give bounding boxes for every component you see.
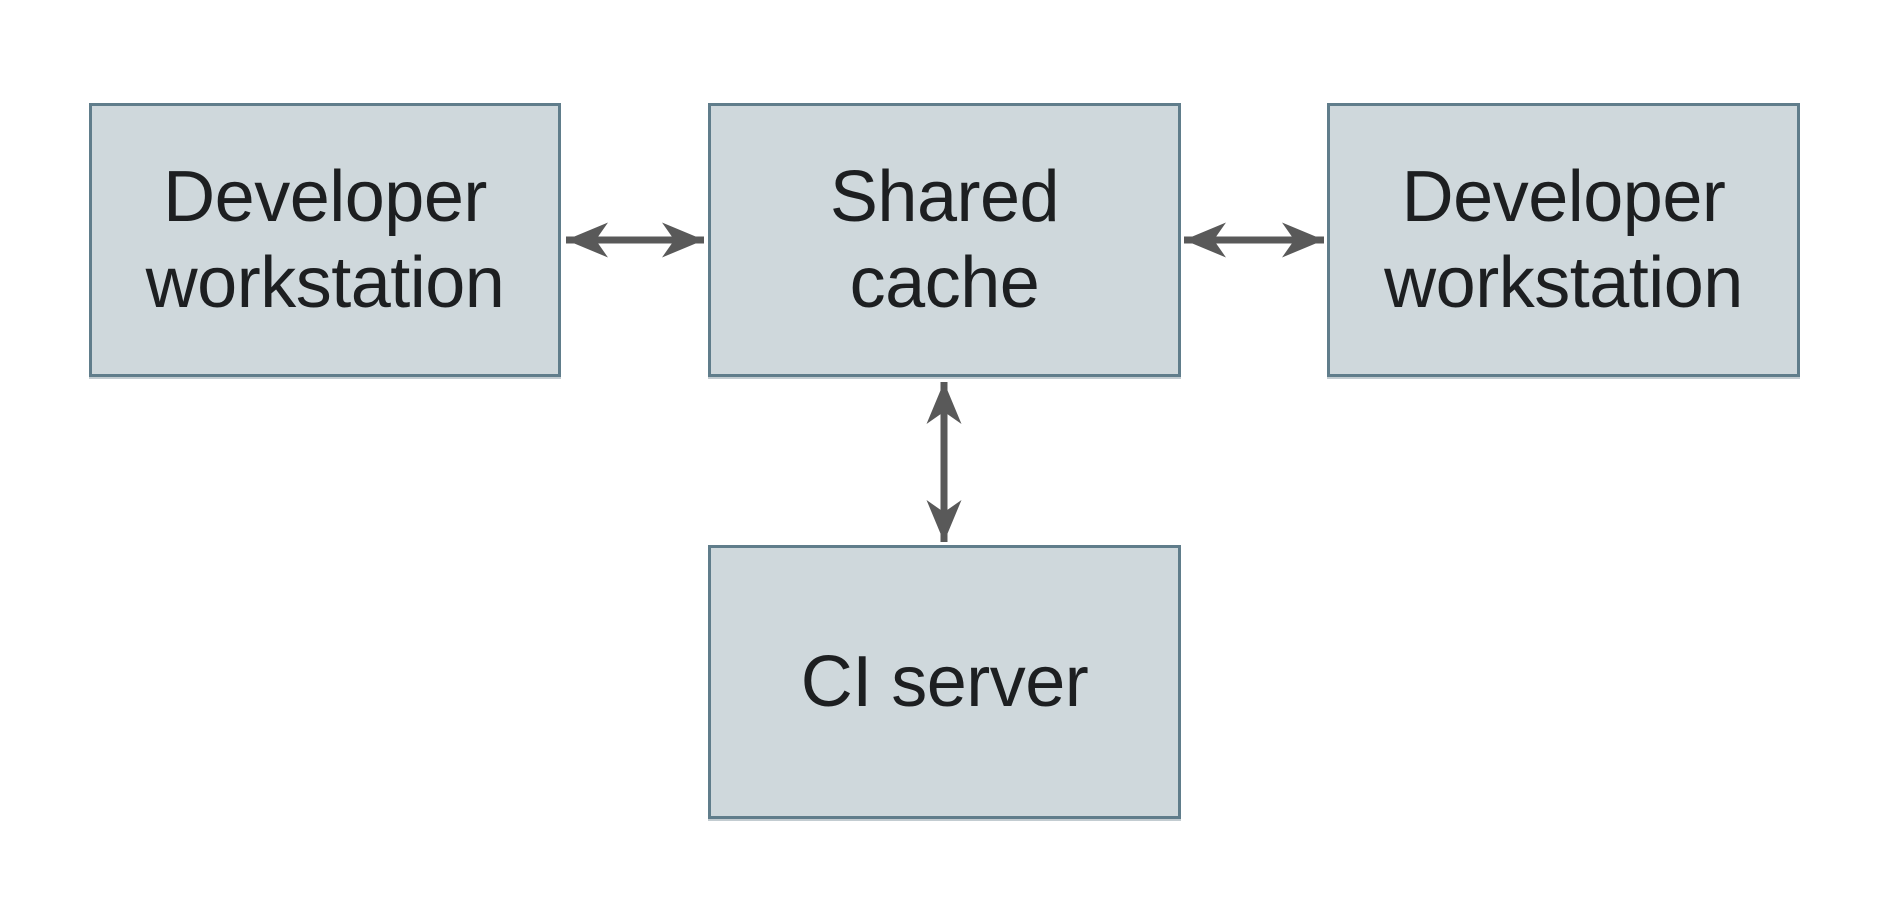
node-shared-cache: Shared cache	[708, 103, 1181, 377]
node-label-line: workstation	[1384, 243, 1743, 323]
node-label-line: cache	[849, 243, 1040, 323]
node-label-line: Shared	[829, 157, 1060, 237]
node-label-line: Developer	[1401, 157, 1726, 237]
node-ci-server: CI server	[708, 545, 1181, 819]
node-label-line: Developer	[163, 157, 487, 237]
node-developer-workstation-left: Developer workstation	[89, 103, 561, 377]
node-developer-workstation-right: Developer workstation	[1327, 103, 1800, 377]
node-label-line: workstation	[145, 243, 505, 323]
node-label-line: CI server	[800, 642, 1089, 722]
